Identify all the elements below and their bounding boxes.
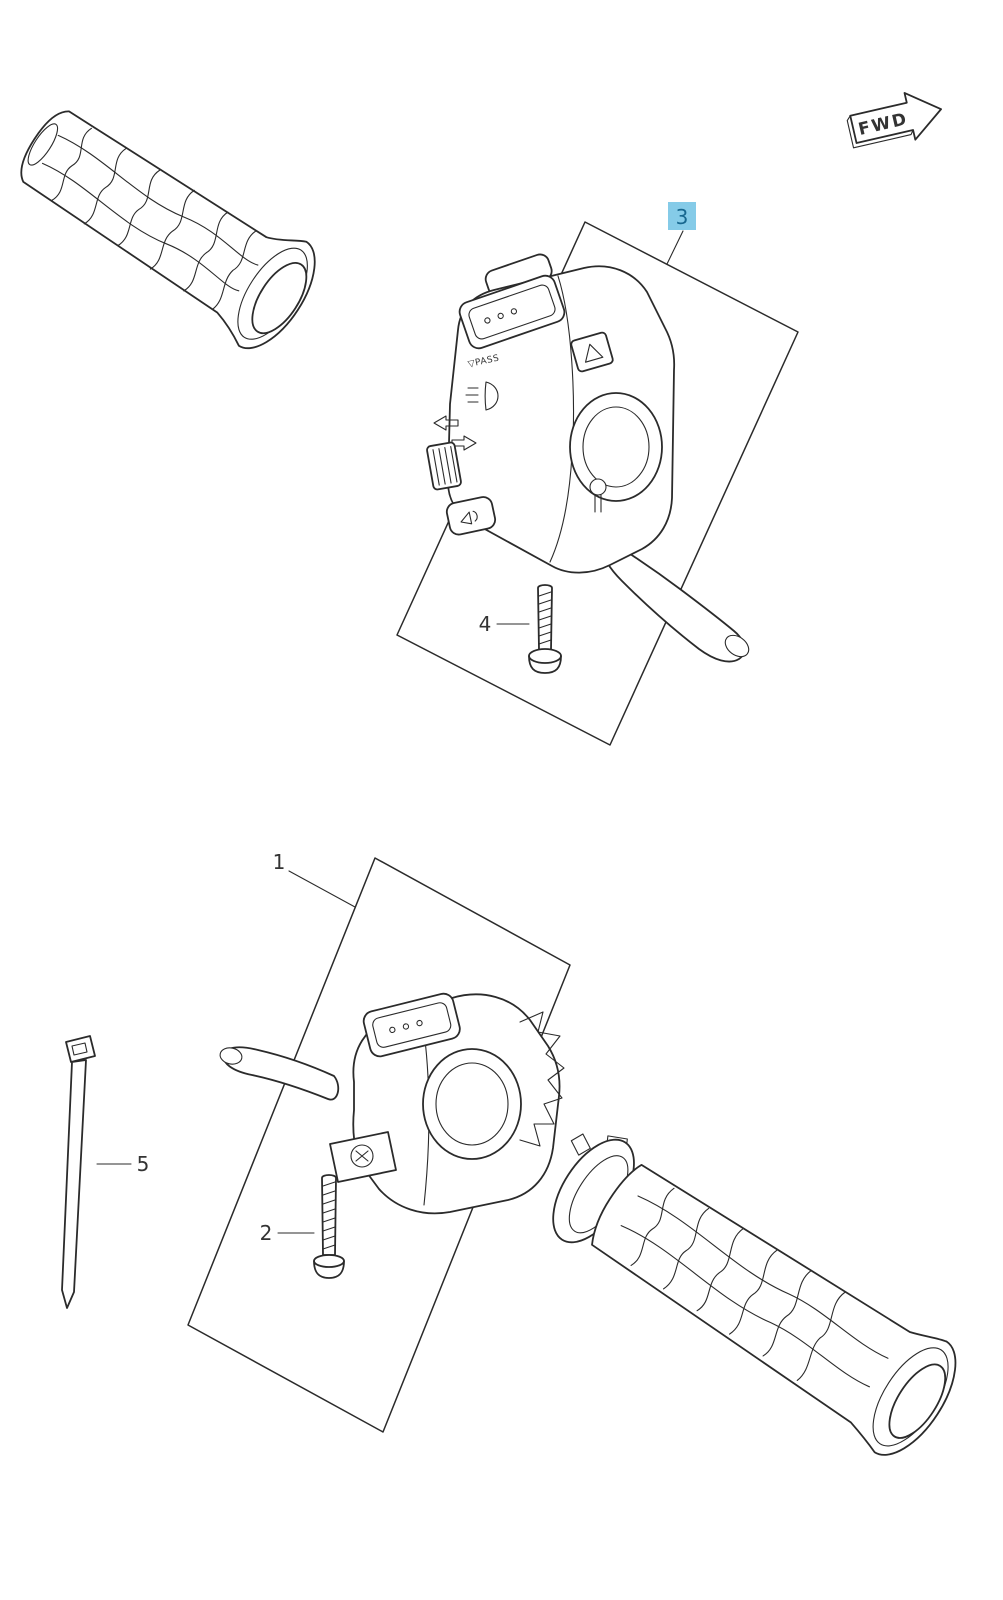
callout-1[interactable]: 1	[273, 850, 356, 908]
switch3-horn-button	[445, 496, 497, 536]
switch1-lever	[222, 1046, 340, 1101]
diagram-root: FWD	[20, 92, 957, 1456]
switch3-clamp-bore-outer	[569, 392, 663, 502]
switch3-clamp-bore-inner	[582, 406, 650, 488]
screw-4-head-dome	[528, 655, 562, 674]
right-grip-open-end	[888, 1363, 947, 1439]
switch1-clamp-bore-inner	[435, 1062, 509, 1146]
callout-4-label[interactable]: 4	[479, 612, 492, 636]
warning-triangle-icon	[585, 343, 604, 363]
callout-3-label[interactable]: 3	[676, 205, 689, 229]
switch-assembly-1	[219, 992, 565, 1215]
screw-2-head-dome	[313, 1260, 345, 1279]
left-grip-closed-end	[27, 123, 59, 166]
callout-3-leader	[666, 230, 684, 265]
screw-2-threads	[322, 1181, 336, 1250]
callout-4[interactable]: 4	[479, 612, 530, 636]
switch3-slider	[426, 441, 462, 491]
right-grip-drawing	[552, 1133, 957, 1456]
left-grip-body	[20, 110, 316, 350]
cable-tie-drawing	[61, 1035, 96, 1309]
screw-2	[313, 1174, 345, 1279]
cable-tie-head	[65, 1035, 96, 1063]
cable-tie-head-slot	[71, 1042, 88, 1056]
left-grip-drawing	[20, 110, 316, 350]
switch3-dimmer-rocker	[458, 274, 566, 350]
screw-4-head-top	[528, 648, 562, 664]
screw-2-head-top	[313, 1254, 345, 1268]
turn-signal-arrows-icon	[433, 415, 477, 451]
fwd-arrow-shape	[849, 92, 942, 144]
headlight-icon	[465, 381, 499, 411]
right-grip-collar-tab-2	[570, 1133, 591, 1156]
callout-1-leader	[288, 870, 356, 908]
callout-2-label[interactable]: 2	[260, 1221, 273, 1245]
switch1-flange-zigzag	[519, 1011, 565, 1147]
switch1-rocker	[362, 992, 461, 1058]
fwd-arrow: FWD	[846, 92, 942, 149]
switch3-hazard-button	[570, 331, 614, 373]
left-grip-texture	[41, 127, 259, 310]
switch1-clamp-screw-slot	[355, 1150, 369, 1162]
switch1-lever-tip	[219, 1047, 243, 1065]
callout-5[interactable]: 5	[96, 1152, 150, 1176]
callout-3-highlight[interactable]	[668, 202, 696, 230]
screw-4-threads	[538, 591, 552, 645]
callout-1-label[interactable]: 1	[273, 850, 286, 874]
cable-tie-strap	[61, 1059, 87, 1309]
callout-5-label[interactable]: 5	[137, 1152, 150, 1176]
switch-assembly-3: ▽PASS	[426, 253, 750, 663]
fwd-arrow-depth-edge	[846, 115, 914, 149]
switch3-clamp-bolt	[589, 478, 607, 496]
right-grip-body	[591, 1163, 957, 1456]
screw-2-shank	[321, 1174, 337, 1256]
callout-2[interactable]: 2	[260, 1221, 315, 1245]
callout-3[interactable]: 3	[666, 202, 696, 265]
switch3-clamp-bolt-stem	[594, 494, 602, 513]
right-grip-texture	[620, 1187, 889, 1388]
switch3-lever	[601, 537, 746, 663]
horn-icon	[460, 510, 478, 525]
switch3-lever-tip	[724, 634, 750, 658]
part-box-1	[187, 857, 571, 1433]
screw-4	[528, 584, 562, 674]
left-grip-open-end	[251, 262, 308, 335]
switch1-clamp-bore-outer	[422, 1048, 522, 1160]
